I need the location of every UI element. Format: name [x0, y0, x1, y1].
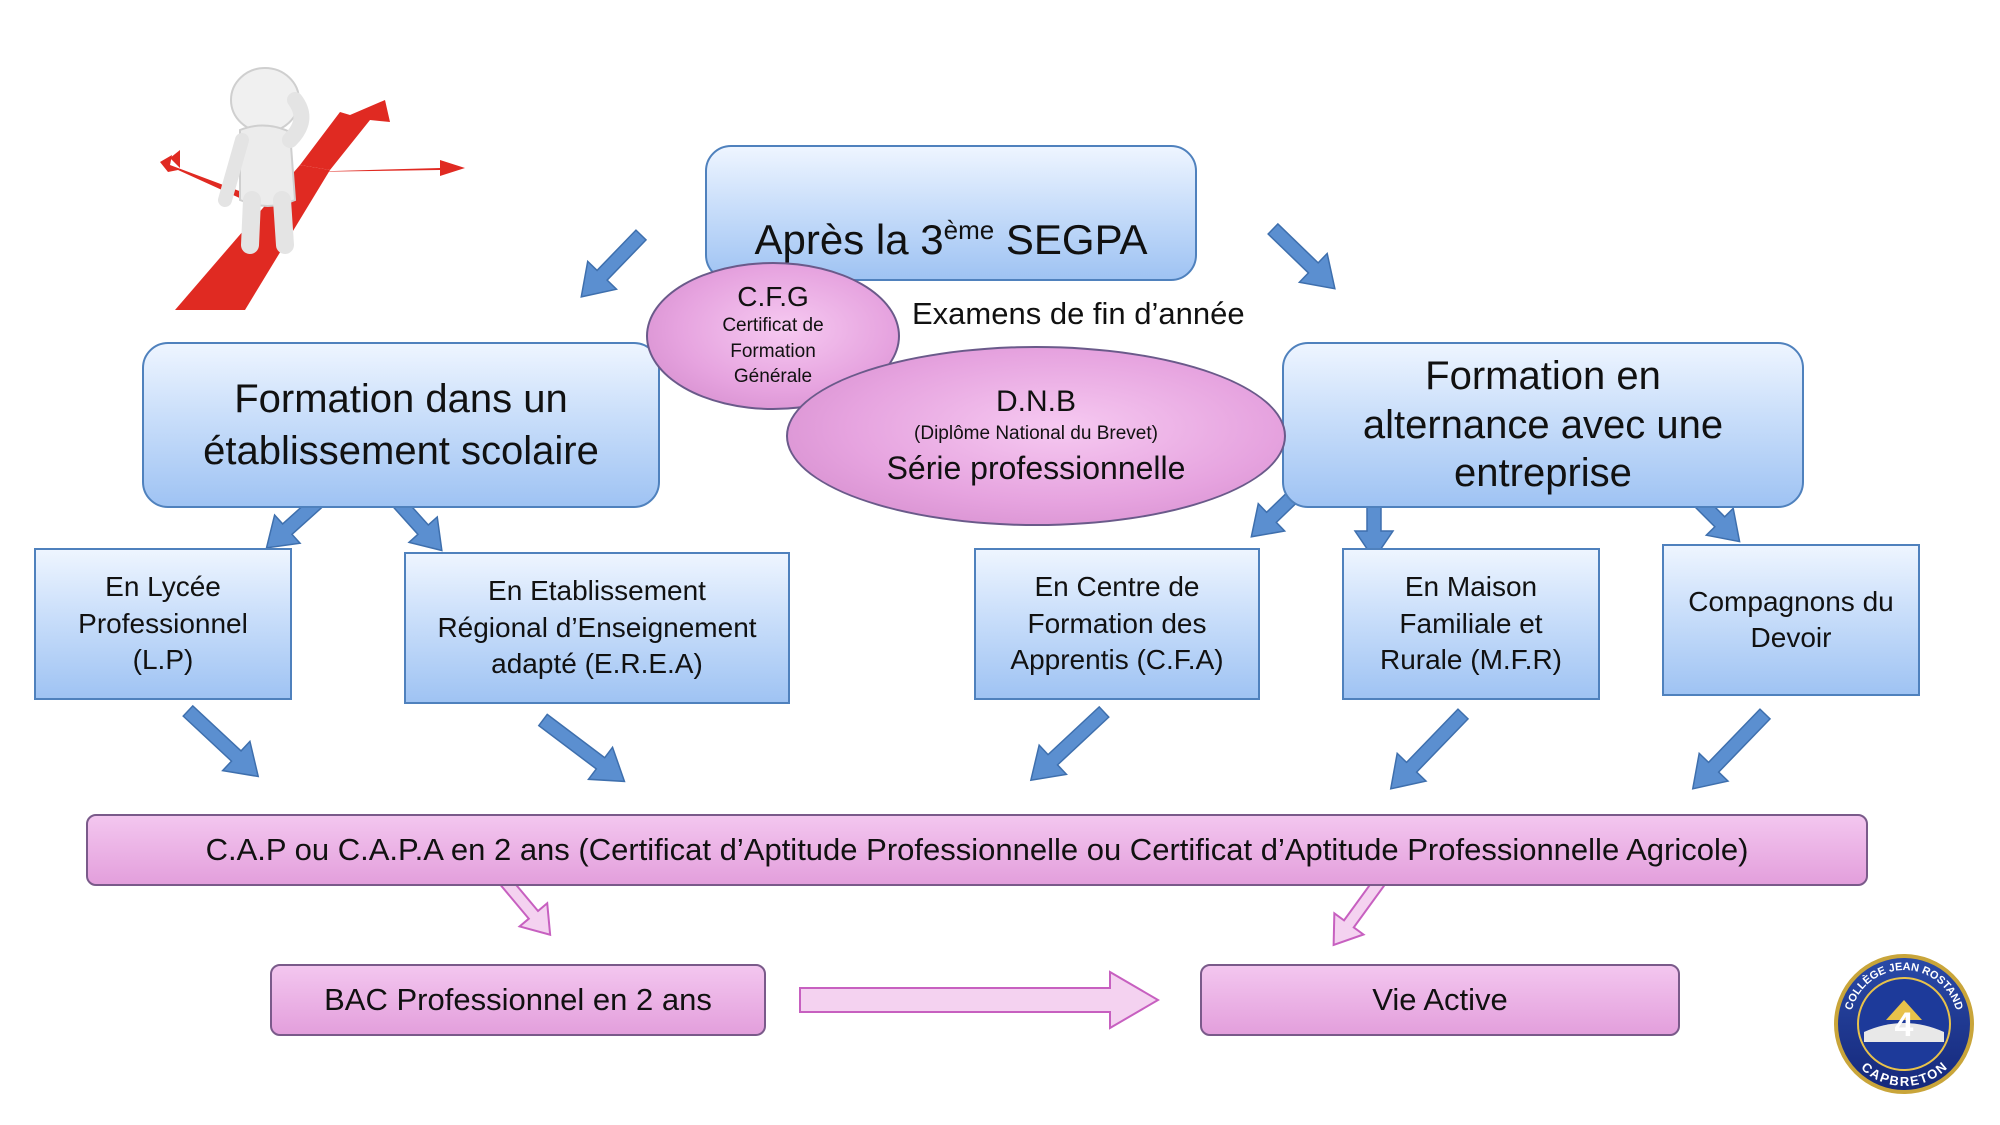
option-lp-box: En Lycée Professionnel (L.P) — [34, 548, 292, 700]
option-erea-box: En Etablissement Régional d’Enseignement… — [404, 552, 790, 704]
option-mfr-box: En Maison Familiale et Rurale (M.F.R) — [1342, 548, 1600, 700]
option-compagnons-box: Compagnons du Devoir — [1662, 544, 1920, 696]
dnb-abbr: D.N.B — [995, 385, 1076, 419]
arrow-top-to-left — [580, 229, 648, 298]
bac-box: BAC Professionnel en 2 ans — [270, 964, 766, 1036]
exams-label: Examens de fin d’année — [912, 296, 1245, 331]
option-cfa-box: En Centre de Formation des Apprentis (C.… — [974, 548, 1260, 700]
cfg-full: Certificat de Formation Générale — [722, 314, 824, 388]
arrow-top-to-right — [1267, 222, 1336, 290]
option-erea-label: En Etablissement Régional d’Enseignement… — [437, 575, 757, 680]
vie-active-box: Vie Active — [1200, 964, 1680, 1036]
cap-bar: C.A.P ou C.A.P.A en 2 ans (Certificat d’… — [86, 814, 1868, 886]
option-lp-label: En Lycée Professionnel (L.P) — [78, 571, 248, 676]
arrow-erea-to-cap — [537, 713, 626, 783]
dnb-serie: Série professionnelle — [886, 450, 1186, 486]
cap-bar-label: C.A.P ou C.A.P.A en 2 ans (Certificat d’… — [205, 832, 1749, 867]
dnb-ellipse: D.N.B (Diplôme National du Brevet) Série… — [786, 346, 1286, 526]
top-title: Après la 3ème SEGPA — [755, 158, 1148, 267]
right-branch-label: Formation en alternance avec une entrepr… — [1362, 353, 1724, 496]
logo-center: 4 — [1895, 1006, 1914, 1044]
top-title-box: Après la 3ème SEGPA — [705, 145, 1197, 281]
vie-active-label: Vie Active — [1372, 982, 1508, 1017]
left-branch-box: Formation dans un établissement scolaire — [142, 342, 660, 508]
top-title-pre: Après la 3 — [754, 216, 944, 263]
option-compagnons-label: Compagnons du Devoir — [1688, 585, 1894, 653]
arrow-mfr-to-cap — [1389, 708, 1470, 790]
college-logo-icon: 4 COLLÈGE JEAN ROSTAND CAPBRETON — [1832, 952, 1976, 1096]
arrow-cfa-to-cap — [1029, 705, 1110, 782]
cfg-abbr: C.F.G — [737, 281, 809, 313]
top-title-post: SEGPA — [994, 216, 1148, 263]
option-cfa-label: En Centre de Formation des Apprentis (C.… — [1010, 571, 1224, 676]
arrow-compagnons-to-cap — [1691, 708, 1772, 790]
bac-label: BAC Professionnel en 2 ans — [324, 982, 712, 1017]
option-mfr-label: En Maison Familiale et Rurale (M.F.R) — [1379, 571, 1562, 676]
dnb-full: (Diplôme National du Brevet) — [914, 423, 1158, 445]
right-branch-box: Formation en alternance avec une entrepr… — [1282, 342, 1804, 508]
arrow-lp-to-cap — [182, 704, 260, 778]
top-title-sup: ème — [943, 215, 995, 245]
arrow-bac-to-vie-active — [799, 970, 1160, 1030]
left-branch-label: Formation dans un établissement scolaire — [203, 377, 599, 473]
crossroads-figure-icon — [160, 67, 465, 310]
